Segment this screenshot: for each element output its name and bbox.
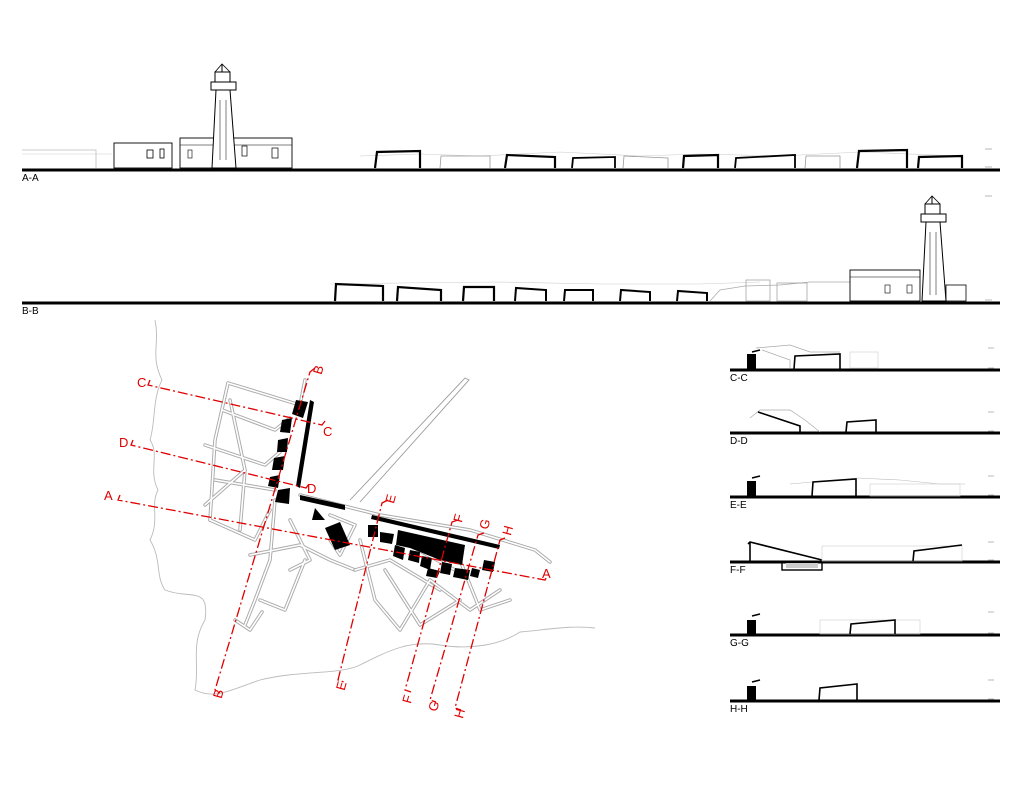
cut-letter-c-west: C <box>137 375 146 390</box>
cut-letter-a-east: A <box>542 566 551 581</box>
cut-letter-b-south: B <box>210 688 227 700</box>
access-road <box>349 377 470 503</box>
section-aa-title: A-A <box>22 173 39 184</box>
cut-letter-d-east: D <box>307 481 316 496</box>
cut-letter-h-north: H <box>499 524 516 537</box>
section-hh-elevation <box>730 679 1000 703</box>
section-gg-elevation <box>730 611 1000 637</box>
cut-letter-b-north: B <box>310 364 327 376</box>
cut-letter-d-west: D <box>119 435 128 450</box>
section-ff-elevation <box>730 541 1000 571</box>
section-ee-elevation <box>730 475 1000 499</box>
section-hh-title: H-H <box>730 704 748 715</box>
section-dd-title: D-D <box>730 436 748 447</box>
section-ff-title: F-F <box>730 565 746 576</box>
cut-letter-c-east: C <box>323 424 332 439</box>
section-ee-title: E-E <box>730 500 747 511</box>
section-bb-title: B-B <box>22 306 39 317</box>
site-plan: A A B B C C D D E E F F G G H H <box>104 319 596 720</box>
section-cc-title: C-C <box>730 373 748 384</box>
cut-letter-e-south: E <box>333 679 350 692</box>
section-dd-elevation <box>730 409 1000 435</box>
cut-letter-g-south: G <box>425 699 442 713</box>
section-cc-elevation <box>730 344 1000 372</box>
coastline <box>149 319 596 695</box>
section-cut-letters: A A B B C C D D E E F F G G H H <box>104 364 551 720</box>
cut-letter-h-south: H <box>451 707 468 720</box>
cut-letter-f-north: F <box>450 512 467 524</box>
building-footprints <box>268 400 500 580</box>
section-aa-elevation <box>22 63 1000 172</box>
cut-letter-a-west: A <box>104 488 113 503</box>
section-cut-lines <box>117 367 549 711</box>
cut-letter-e-north: E <box>382 492 399 505</box>
cut-letter-f-south: F <box>399 693 416 705</box>
section-bb-elevation <box>22 195 1000 305</box>
cut-letter-g-north: G <box>476 517 493 531</box>
section-gg-title: G-G <box>730 638 749 649</box>
